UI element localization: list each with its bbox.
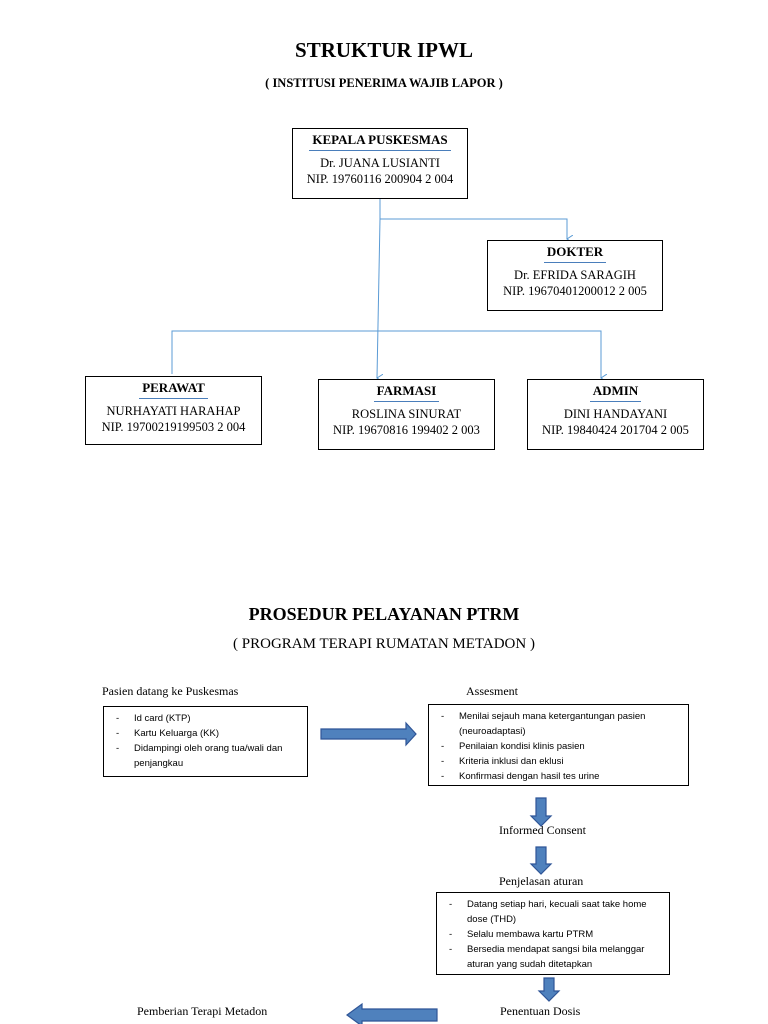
penjelasan-box: Datang setiap hari, kecuali saat take ho…: [436, 892, 670, 975]
assesment-item: Menilai sejauh mana ketergantungan pasie…: [437, 709, 682, 739]
penentuan-dosis-label: Penentuan Dosis: [500, 1004, 581, 1018]
pasien-label: Pasien datang ke Puskesmas: [102, 684, 239, 698]
assesment-item: Kriteria inklusi dan eklusi: [437, 754, 682, 769]
dokter-box: DOKTER Dr. EFRIDA SARAGIH NIP. 196704012…: [487, 240, 663, 311]
pasien-box: Id card (KTP) Kartu Keluarga (KK) Didamp…: [103, 706, 308, 777]
farmasi-role: FARMASI: [373, 383, 440, 402]
farmasi-name: ROSLINA SINURAT: [351, 407, 462, 421]
struktur-title: STRUKTUR IPWL: [295, 38, 473, 62]
prosedur-subtitle: ( PROGRAM TERAPI RUMATAN METADON ): [233, 636, 535, 652]
kepala-name: Dr. JUANA LUSIANTI: [320, 156, 440, 170]
struktur-subtitle: ( INSTITUSI PENERIMA WAJIB LAPOR ): [265, 76, 503, 90]
admin-nip: NIP. 19840424 201704 2 005: [542, 423, 689, 437]
dokter-nip: NIP. 19670401200012 2 005: [503, 284, 647, 298]
penjelasan-label: Penjelasan aturan: [499, 874, 584, 888]
admin-box: ADMIN DINI HANDAYANI NIP. 19840424 20170…: [527, 379, 704, 450]
perawat-role: PERAWAT: [139, 380, 208, 399]
penjelasan-item: Selalu membawa kartu PTRM: [445, 927, 663, 942]
dokter-role: DOKTER: [543, 244, 607, 263]
connector-to-farmasi: [377, 218, 380, 378]
perawat-name: NURHAYATI HARAHAP: [106, 404, 241, 418]
block-arrow-down-1: [529, 797, 553, 827]
assesment-item: Penilaian kondisi klinis pasien: [437, 739, 682, 754]
penjelasan-item: Bersedia mendapat sangsi bila melanggar …: [445, 942, 663, 972]
assesment-item: Konfirmasi dengan hasil tes urine: [437, 769, 682, 784]
kepala-box: KEPALA PUSKESMAS Dr. JUANA LUSIANTI NIP.…: [292, 128, 468, 199]
connector-to-perawat: [171, 330, 601, 378]
pasien-item: Kartu Keluarga (KK): [112, 726, 301, 741]
kepala-nip: NIP. 19760116 200904 2 004: [306, 172, 454, 186]
pasien-item: Id card (KTP): [112, 711, 301, 726]
informed-consent-label: Informed Consent: [499, 823, 586, 837]
block-arrow-down-3: [537, 977, 561, 1002]
farmasi-nip: NIP. 19670816 199402 2 003: [333, 423, 480, 437]
pasien-item: Didampingi oleh orang tua/wali dan penja…: [112, 741, 301, 771]
assesment-label: Assesment: [466, 684, 518, 698]
penjelasan-item: Datang setiap hari, kecuali saat take ho…: [445, 897, 663, 927]
block-arrow-right: [320, 721, 417, 747]
perawat-box: PERAWAT NURHAYATI HARAHAP NIP. 197002191…: [85, 376, 262, 445]
perawat-nip: NIP. 19700219199503 2 004: [101, 420, 246, 434]
kepala-role: KEPALA PUSKESMAS: [309, 132, 451, 151]
admin-role: ADMIN: [589, 383, 642, 402]
farmasi-box: FARMASI ROSLINA SINURAT NIP. 19670816 19…: [318, 379, 495, 450]
prosedur-title: PROSEDUR PELAYANAN PTRM: [248, 604, 520, 624]
dokter-name: Dr. EFRIDA SARAGIH: [514, 268, 636, 282]
connector-to-dokter: [380, 218, 567, 239]
block-arrow-down-2: [529, 846, 553, 875]
admin-name: DINI HANDAYANI: [563, 407, 668, 421]
pemberian-terapi-label: Pemberian Terapi Metadon: [137, 1004, 268, 1018]
block-arrow-left: [345, 1002, 438, 1024]
assesment-box: Menilai sejauh mana ketergantungan pasie…: [428, 704, 689, 786]
